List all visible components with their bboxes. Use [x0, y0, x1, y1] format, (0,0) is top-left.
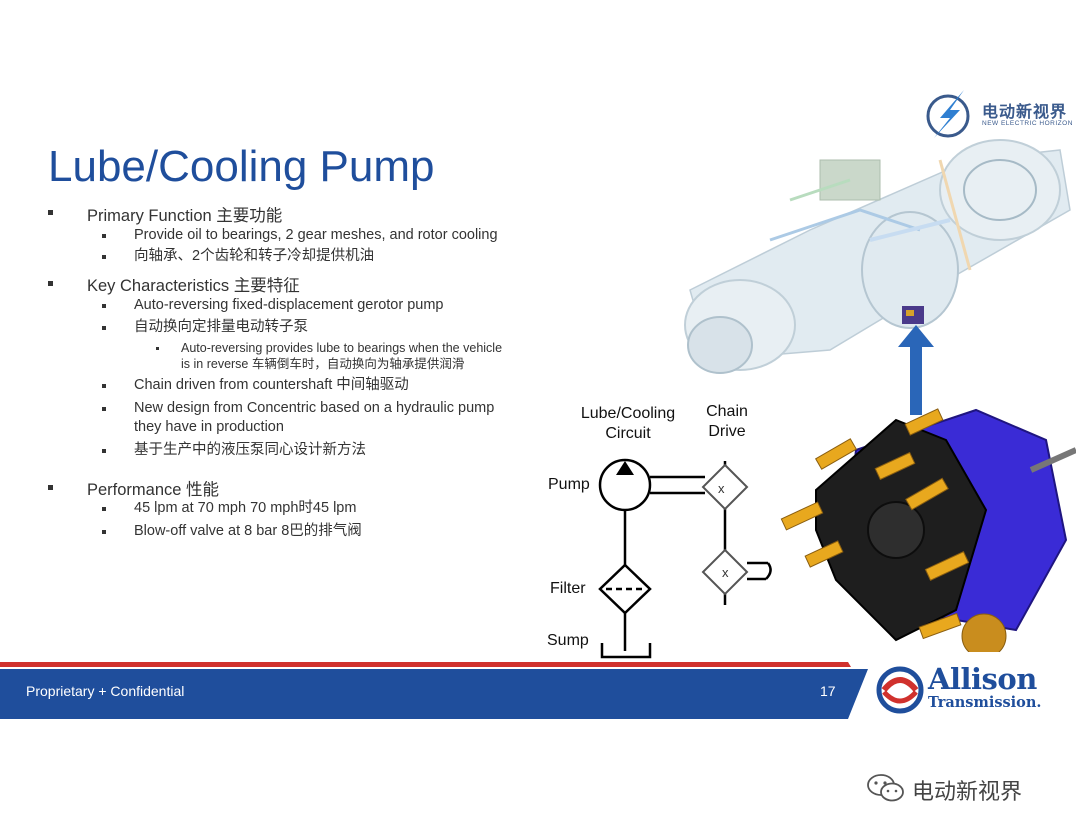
bullet-marker: [102, 255, 106, 259]
slide-title: Lube/Cooling Pump: [48, 142, 435, 191]
up-arrow-icon: [898, 325, 934, 415]
bullet-perf-2: Blow-off valve at 8 bar 8巴的排气阀: [134, 523, 362, 539]
bullet-key-2a-line1: Auto-reversing provides lube to bearings…: [181, 341, 503, 355]
chain-label-line1: Chain: [706, 403, 748, 420]
chain-drive-upper-symbol: [701, 463, 749, 511]
filter-label: Filter: [550, 580, 586, 597]
wechat-watermark: 电动新视界: [866, 770, 1066, 804]
cross-mark-upper: x: [718, 481, 725, 496]
bullet-key-1: Auto-reversing fixed-displacement geroto…: [134, 297, 444, 313]
axle-assembly-illustration: [684, 139, 1071, 374]
allison-company-sub: Transmission.: [928, 694, 1042, 711]
bullet-marker: [102, 234, 106, 238]
bullet-marker: [102, 407, 106, 411]
bullet-key-5: 基于生产中的液压泵同心设计新方法: [134, 442, 366, 458]
bullet-marker: [102, 449, 106, 453]
lightning-globe-icon: [926, 90, 970, 138]
bullet-performance: Performance 性能: [87, 481, 220, 499]
footer-confidential-text: Proprietary + Confidential: [26, 683, 185, 699]
allison-emblem-icon: [876, 666, 924, 714]
bullet-key-3: Chain driven from countershaft 中间轴驱动: [134, 377, 409, 393]
chain-drive-lower-symbol: [701, 548, 749, 596]
bullet-primary-function: Primary Function 主要功能: [87, 207, 283, 225]
chain-drive-label: Chain Drive: [696, 402, 758, 442]
bullet-key-2: 自动换向定排量电动转子泵: [134, 319, 308, 335]
gerotor-pump-illustration: [780, 408, 1076, 652]
wechat-icon: [867, 774, 904, 802]
bullet-marker: [102, 304, 106, 308]
brand-logo: 电动新视界 NEW ELECTRIC HORIZON: [920, 88, 1072, 140]
cross-mark-lower: x: [722, 565, 729, 580]
sump-label: Sump: [547, 632, 589, 649]
hydraulic-schematic: [598, 458, 772, 659]
watermark-text: 电动新视界: [912, 779, 1023, 804]
bullet-marker: [48, 485, 53, 490]
bullet-marker: [156, 347, 159, 350]
bullet-marker: [102, 384, 106, 388]
bullet-perf-1: 45 lpm at 70 mph 70 mph时45 lpm: [134, 500, 357, 516]
circuit-label-line2: Circuit: [605, 425, 651, 442]
allison-company-name: Allison: [928, 662, 1037, 696]
bullet-key-4-line2: they have in production: [134, 419, 284, 435]
circuit-label: Lube/Cooling Circuit: [576, 404, 680, 444]
logo-english-text: NEW ELECTRIC HORIZON: [982, 120, 1073, 127]
circuit-label-line1: Lube/Cooling: [580, 405, 676, 422]
allison-logo: Allison Transmission.: [876, 660, 1066, 716]
bullet-key-characteristics: Key Characteristics 主要特征: [87, 277, 300, 295]
logo-chinese-text: 电动新视界: [982, 104, 1068, 121]
sump-symbol: [600, 643, 652, 659]
page-number: 17: [820, 683, 836, 699]
bullet-marker: [102, 326, 106, 330]
bullet-marker: [48, 281, 53, 286]
bullet-key-2a-line2: is in reverse 车辆倒车时，自动换向为轴承提供润滑: [181, 357, 465, 371]
footer-bar-tip: [848, 669, 868, 719]
footer-red-stripe-tip: [848, 662, 851, 667]
bullet-key-4-line1: New design from Concentric based on a hy…: [134, 400, 495, 416]
footer-red-stripe: [0, 662, 848, 667]
chain-label-line2: Drive: [708, 423, 746, 440]
bullet-marker: [102, 530, 106, 534]
bullet-marker: [102, 507, 106, 511]
pump-label: Pump: [548, 476, 590, 493]
footer-bar: [0, 669, 848, 719]
bullet-primary-2: 向轴承、2个齿轮和转子冷却提供机油: [134, 248, 375, 264]
bullet-marker: [48, 210, 53, 215]
bullet-primary-1: Provide oil to bearings, 2 gear meshes, …: [134, 227, 498, 243]
